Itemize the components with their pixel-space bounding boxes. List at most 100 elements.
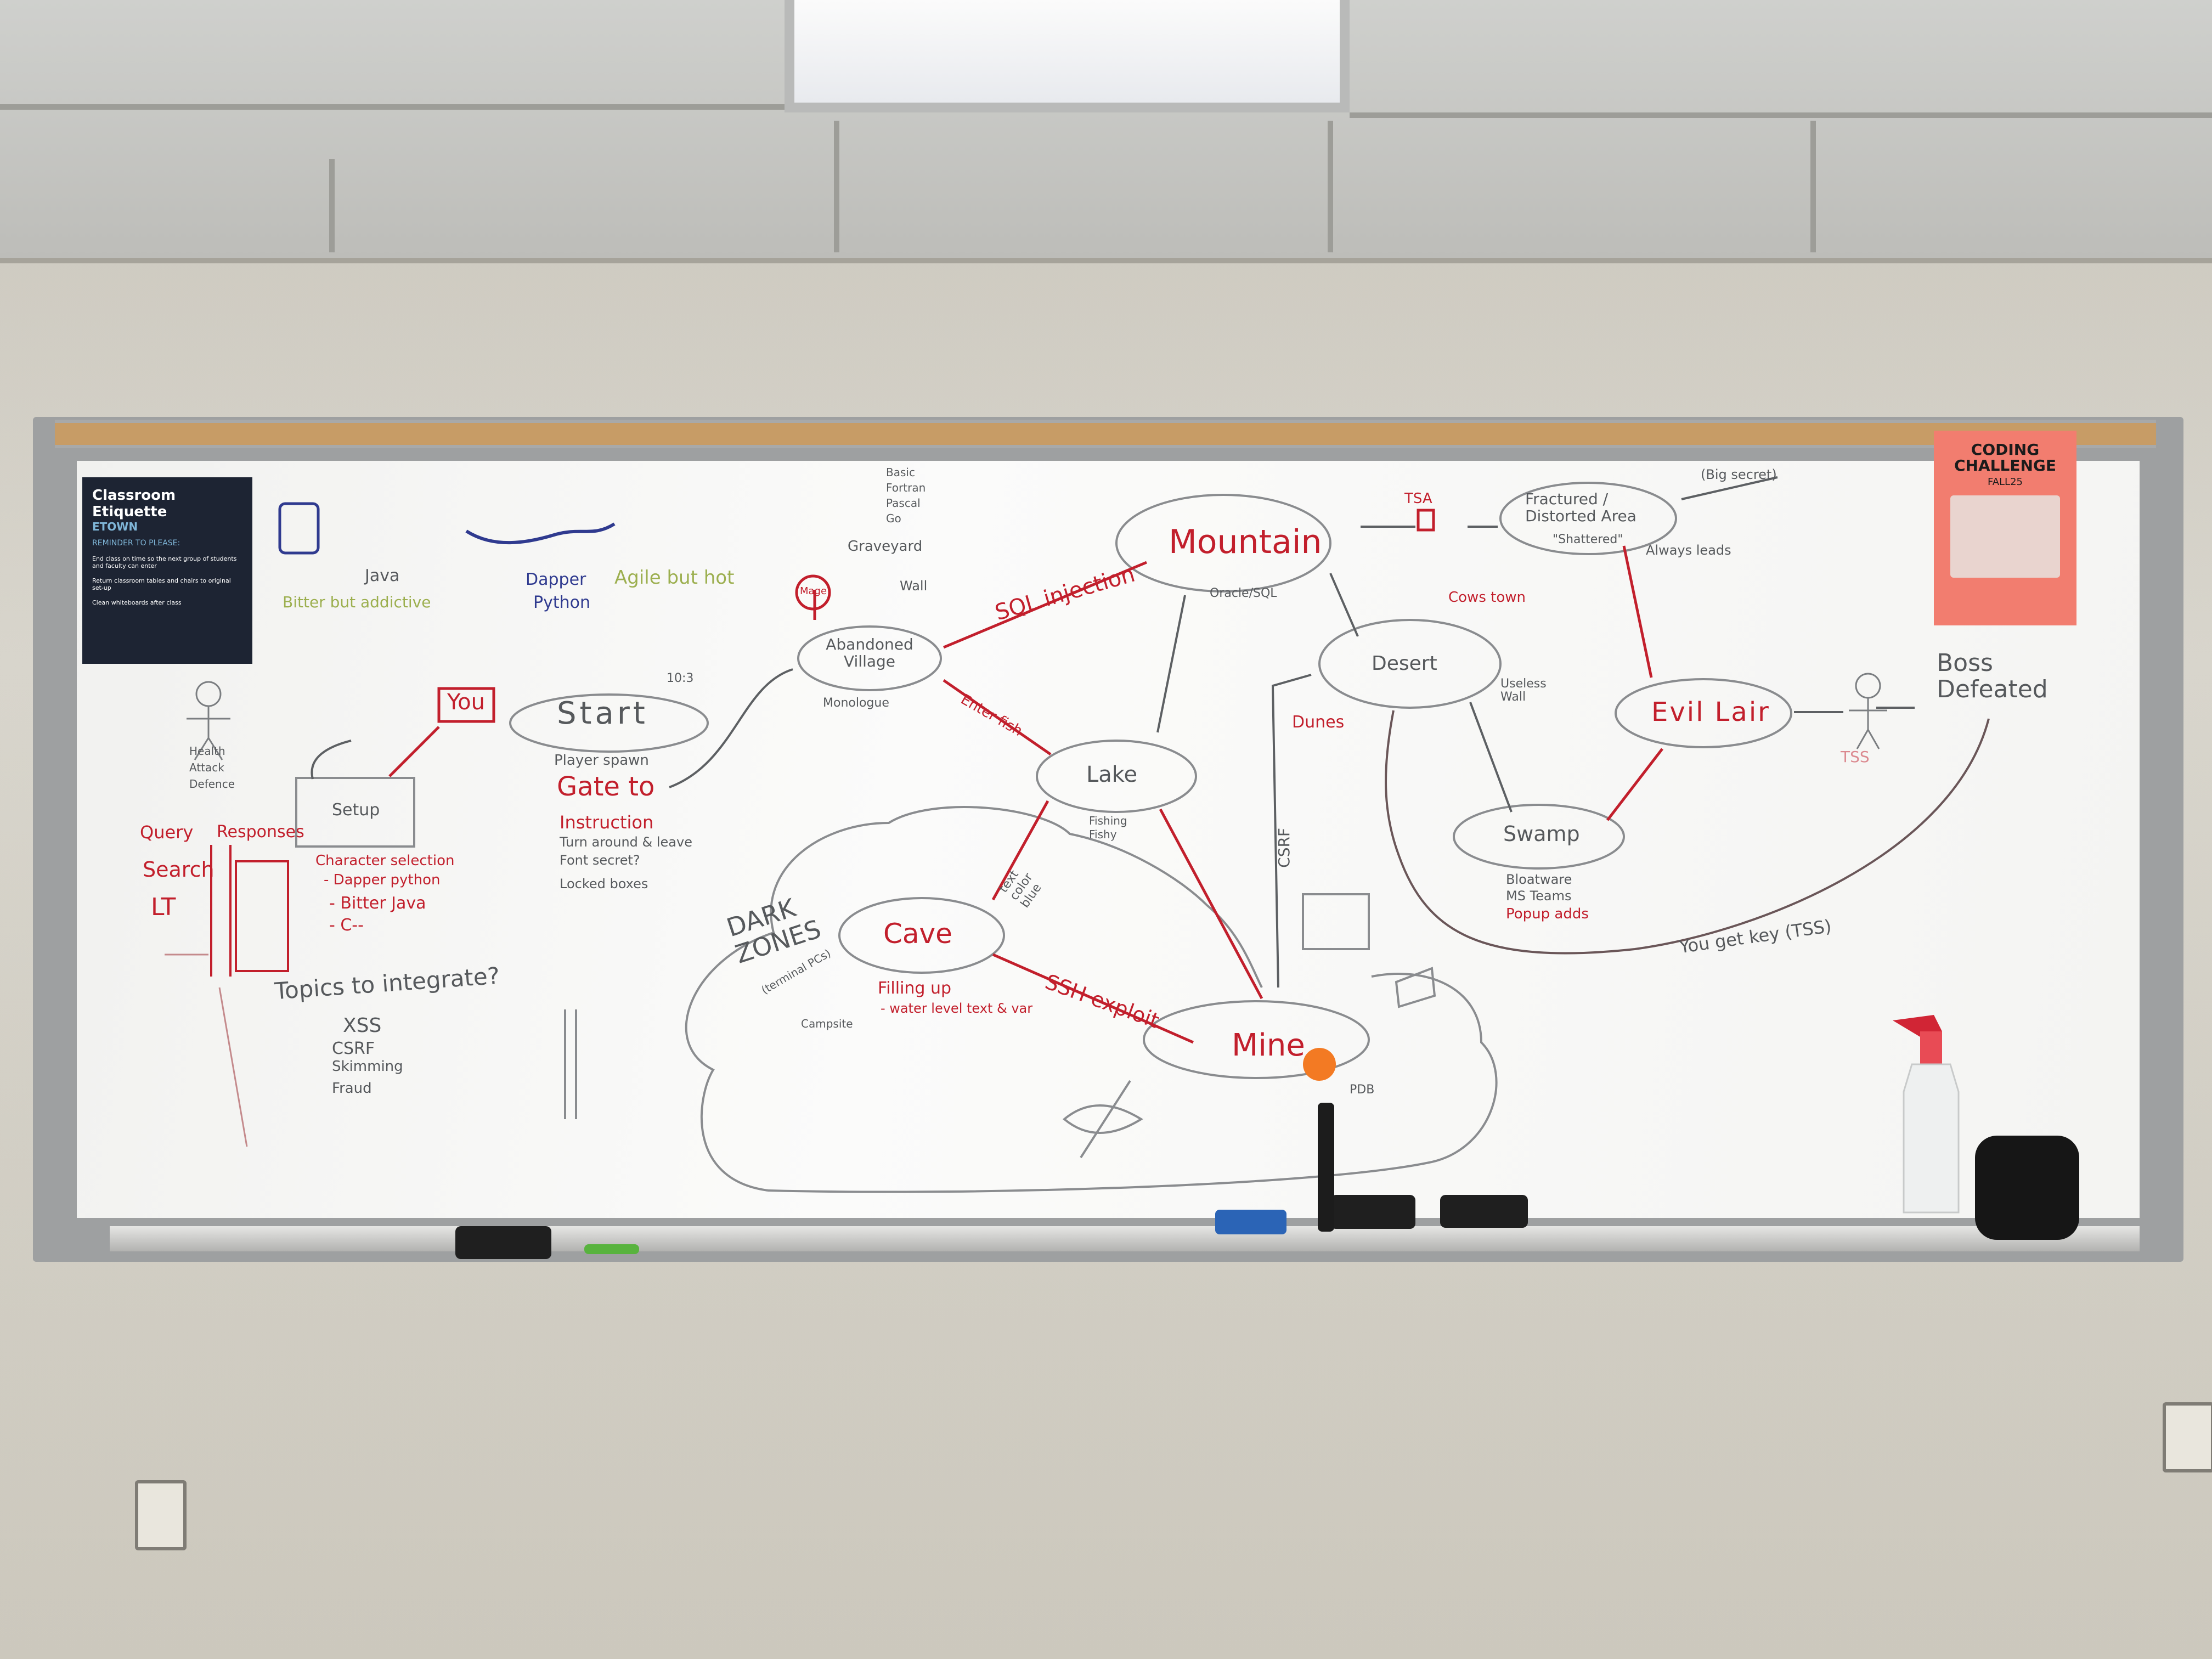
tsa-lock: [1417, 509, 1435, 532]
ceiling: [0, 0, 2212, 263]
arrow-csrf: [1271, 674, 1312, 988]
evil-lair-node-ellipse: [1615, 678, 1792, 748]
marker-tray: [110, 1226, 2140, 1251]
swamp-note: MS Teams: [1506, 888, 1572, 904]
line-big-secret: [1681, 476, 1778, 500]
stat-defence: Defence: [189, 777, 235, 791]
character-note: - Bitter Java: [329, 894, 426, 913]
village-label: Abandoned Village: [826, 635, 913, 670]
stat-health: Health: [189, 744, 225, 758]
glove: [1975, 1136, 2079, 1240]
character-note: Character selection: [315, 853, 455, 869]
dark-zone-cloud: [768, 973, 1498, 1193]
start-bullet: Gate to: [557, 771, 655, 802]
agile-caption: Agile but hot: [614, 567, 735, 589]
setup-label: Setup: [332, 800, 380, 820]
mage-circle: [795, 574, 831, 611]
village-note: Monologue: [823, 696, 889, 710]
arrow-mine-lake: [1159, 808, 1263, 1000]
whiteboard-frame: [33, 417, 2183, 1262]
graveyard-label: Graveyard: [848, 538, 923, 555]
ceiling-grid-line: [329, 159, 335, 252]
arrow-ssh-exploit: [992, 953, 1194, 1044]
mountain-label: Mountain: [1169, 523, 1322, 561]
start-bullet: Turn around & leave: [560, 834, 692, 850]
arrow-mountain-desert: [1329, 573, 1359, 637]
mountain-note: Oracle/SQL: [1210, 586, 1277, 600]
wall-outlet: [2163, 1402, 2212, 1472]
blue-eraser[interactable]: [1215, 1210, 1286, 1234]
bitter-caption: Bitter but addictive: [283, 593, 431, 611]
topic-item: Skimming: [332, 1058, 403, 1075]
evil-lair-label: Evil Lair: [1651, 697, 1770, 727]
spray-bottle[interactable]: [1882, 998, 1964, 1218]
you-label: You: [447, 690, 485, 715]
ceiling-grid-line: [1328, 121, 1333, 252]
player-stick-figure: [195, 681, 222, 707]
lake-note: Fishing: [1089, 814, 1127, 827]
coding-challenge-poster: CODING CHALLENGE FALL25: [1934, 431, 2076, 625]
swamp-note: Popup adds: [1506, 906, 1589, 922]
java-caption: Java: [365, 566, 400, 585]
lake-node-ellipse: [1036, 740, 1197, 813]
arrow-you-get-key: [1385, 710, 1990, 955]
arrow-village-lake: [943, 679, 1052, 756]
graveyard-lang: Pascal: [886, 496, 921, 510]
responses-label: Responses: [217, 822, 304, 842]
dark-zone-cloud: [685, 806, 1263, 1192]
desert-label: Desert: [1372, 652, 1437, 675]
etiquette-sign: Classroom Etiquette ETOWN REMINDER TO PL…: [82, 477, 252, 664]
tss-label: TSS: [1841, 748, 1870, 766]
cave-note: - water level text & var: [881, 1001, 1033, 1016]
wall-outlet: [135, 1480, 187, 1550]
arrow-lake-cave: [991, 800, 1049, 901]
sign-item: End class on time so the next group of s…: [92, 555, 237, 569]
query-label: Query: [140, 822, 194, 843]
python-caption-1: Dapper: [526, 570, 586, 589]
topic-item: XSS: [343, 1014, 382, 1037]
topic-item: Fraud: [332, 1080, 372, 1097]
lake-note: Fishy: [1089, 828, 1117, 841]
expo-marker[interactable]: [1318, 1103, 1334, 1232]
python-caption-2: Python: [533, 593, 590, 612]
topic-item: CSRF: [332, 1039, 375, 1058]
fractured-sub: "Shattered": [1553, 533, 1623, 546]
orange-ball[interactable]: [1303, 1048, 1336, 1081]
green-marker[interactable]: [584, 1244, 639, 1254]
sign-reminder: REMINDER TO PLEASE:: [92, 539, 180, 548]
character-note: - C--: [329, 916, 364, 935]
search-label: Search: [143, 857, 215, 882]
dunes-label: Dunes: [1292, 713, 1345, 732]
poster-illustration: [1950, 495, 2060, 578]
arrow-swamp-lair: [1606, 748, 1663, 821]
start-bullet: Font secret?: [560, 853, 640, 868]
fractured-label: Fractured / Distorted Area: [1525, 490, 1637, 525]
eraser[interactable]: [1440, 1195, 1528, 1228]
ceiling-grid-line: [1350, 112, 2212, 118]
arrow-fractured-lair: [1622, 545, 1653, 678]
eraser[interactable]: [1330, 1195, 1415, 1229]
useless-wall-label: Useless Wall: [1500, 677, 1547, 704]
desert-town: Cows town: [1448, 589, 1526, 606]
arrow-setup-you: [388, 726, 440, 777]
creeper-head: [1302, 893, 1370, 950]
responses-column: [235, 860, 289, 972]
start-note: 10:3: [667, 672, 694, 685]
ceiling-grid-line: [834, 121, 839, 252]
ceiling-grid-line: [0, 104, 785, 110]
query-column: [210, 845, 232, 977]
ceiling-light: [785, 0, 1350, 112]
mountain-node-ellipse: [1115, 494, 1331, 592]
you-box: [437, 687, 495, 723]
arrow-desert-swamp: [1469, 702, 1513, 812]
mug-sketch: [278, 502, 320, 555]
start-bullet: Player spawn: [554, 752, 649, 769]
eraser[interactable]: [455, 1226, 551, 1259]
mine-note: PDB: [1350, 1083, 1375, 1097]
graveyard-lang: Basic: [886, 466, 915, 479]
boss-defeated-label: Boss Defeated: [1937, 649, 2048, 704]
campsite-label: Campsite: [801, 1017, 853, 1030]
sign-item: Clean whiteboards after class: [92, 599, 182, 606]
ceiling-grid-line: [1810, 121, 1816, 252]
